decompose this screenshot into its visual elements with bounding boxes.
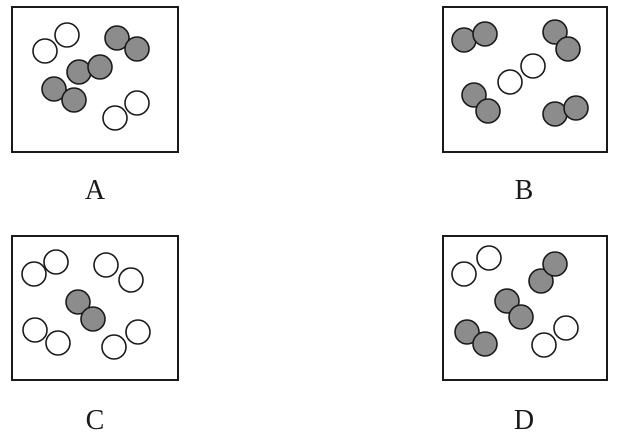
dark-atom <box>451 27 477 53</box>
panel-c-molecule-2 <box>93 252 144 293</box>
dark-atom <box>104 25 130 51</box>
light-atom <box>124 90 150 116</box>
light-atom <box>476 245 502 271</box>
dark-atom <box>563 95 589 121</box>
panel-b: B <box>442 6 608 206</box>
panel-c-molecules <box>21 249 151 360</box>
light-atom <box>451 261 477 287</box>
light-atom <box>101 334 127 360</box>
dark-atom <box>65 289 91 315</box>
dark-atom <box>87 54 113 80</box>
panel-d-molecule-4 <box>454 319 498 357</box>
dark-atom <box>124 36 150 62</box>
panel-c-molecule-3 <box>65 289 106 332</box>
panel-a-molecule-5 <box>41 76 87 113</box>
panel-a-label: A <box>85 175 106 206</box>
panel-b-molecule-5 <box>542 95 589 127</box>
panel-b-molecule-2 <box>542 19 581 62</box>
dark-atom <box>542 251 568 277</box>
dark-atom <box>80 306 106 332</box>
panel-d-molecule-3 <box>494 288 534 330</box>
panel-a-molecule-1 <box>32 22 80 64</box>
dark-atom <box>41 76 67 102</box>
light-atom <box>21 261 47 287</box>
light-atom <box>118 267 144 293</box>
dark-atom <box>461 82 487 108</box>
dark-atom <box>475 98 501 124</box>
panel-d-label: D <box>514 405 534 436</box>
panel-a-box <box>11 6 179 153</box>
light-atom <box>102 105 128 131</box>
dark-atom <box>555 36 581 62</box>
panel-d-molecule-1 <box>451 245 502 287</box>
panel-c: C <box>11 235 179 436</box>
light-atom <box>32 38 58 64</box>
dark-atom <box>66 59 92 85</box>
panel-d-molecules <box>451 245 579 358</box>
panel-d: D <box>442 235 608 436</box>
panel-c-molecule-4 <box>22 317 71 356</box>
light-atom <box>54 22 80 48</box>
panel-b-molecule-4 <box>461 82 501 124</box>
dark-atom <box>472 21 498 47</box>
panel-a: A <box>11 6 179 206</box>
dark-atom <box>508 304 534 330</box>
dark-atom <box>494 288 520 314</box>
panel-a-molecule-4 <box>66 54 113 85</box>
light-atom <box>45 330 71 356</box>
light-atom <box>497 69 523 95</box>
panel-d-molecule-2 <box>528 251 568 294</box>
panel-b-molecule-1 <box>451 21 498 53</box>
panel-c-label: C <box>86 405 105 436</box>
dark-atom <box>542 101 568 127</box>
light-atom <box>93 252 119 278</box>
dark-atom <box>528 268 554 294</box>
dark-atom <box>454 319 480 345</box>
light-atom <box>520 53 546 79</box>
dark-atom <box>472 331 498 357</box>
dark-atom <box>542 19 568 45</box>
panel-a-molecules <box>32 22 150 131</box>
panel-b-label: B <box>515 175 534 206</box>
panel-a-molecule-3 <box>104 25 150 62</box>
panel-d-molecule-5 <box>531 315 579 358</box>
panel-b-molecules <box>451 19 589 127</box>
light-atom <box>553 315 579 341</box>
dark-atom <box>61 87 87 113</box>
light-atom <box>22 317 48 343</box>
light-atom <box>125 319 151 345</box>
panel-b-molecule-3 <box>497 53 546 95</box>
panel-a-molecule-2 <box>102 90 150 131</box>
panel-c-molecule-1 <box>21 249 69 287</box>
light-atom <box>43 249 69 275</box>
panel-c-molecule-5 <box>101 319 151 360</box>
light-atom <box>531 332 557 358</box>
